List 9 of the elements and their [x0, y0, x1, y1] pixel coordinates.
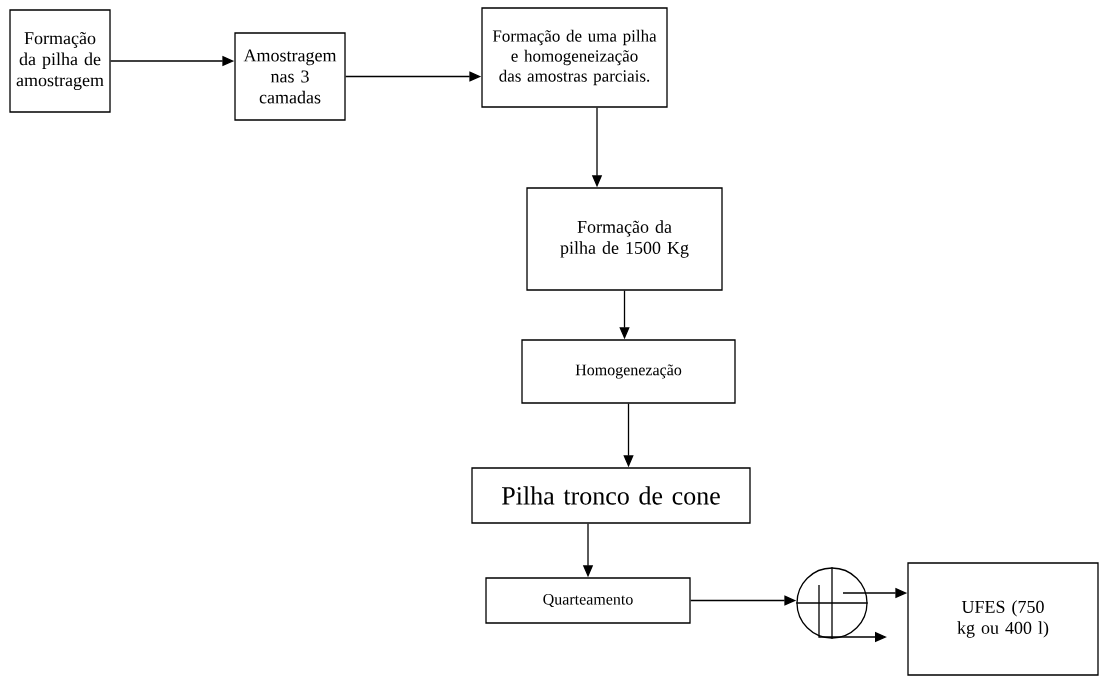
process-box: Formação da pilha de 1500 Kg — [526, 187, 723, 291]
process-box: Amostragem nas 3 camadas — [234, 32, 346, 121]
process-box: Formação da pilha de amostragem — [9, 9, 111, 113]
process-box: Formação de uma pilha e homogeneização das amostras parciais. — [481, 7, 668, 108]
process-box: Pilha tronco de cone — [471, 467, 751, 524]
process-box: Quarteamento — [485, 577, 691, 624]
process-box: UFES (750 kg ou 400 l) — [907, 562, 1099, 676]
process-box: Homogenezação — [521, 339, 736, 404]
quartering-circle — [795, 566, 869, 640]
